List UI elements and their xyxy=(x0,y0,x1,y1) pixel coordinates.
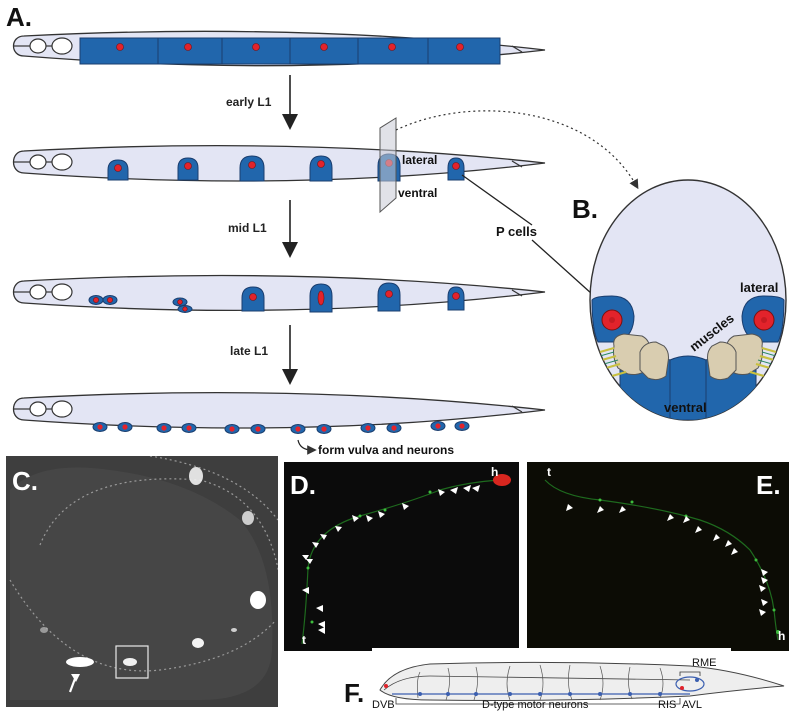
b-ventral-label: ventral xyxy=(664,400,707,415)
worm-stage-4 xyxy=(12,391,546,434)
f-dtype-label: D-type motor neurons xyxy=(482,699,589,711)
f-ris-label: RIS xyxy=(658,699,676,711)
panel-b-label: B. xyxy=(572,194,598,224)
anus-mark xyxy=(511,160,523,168)
worm-body xyxy=(12,144,546,182)
pharynx-icon xyxy=(14,37,73,55)
form-arrow xyxy=(297,439,317,455)
pharynx-icon xyxy=(14,283,73,301)
worm-stage-1 xyxy=(12,30,546,67)
anus-mark xyxy=(511,45,523,53)
arrowhead-markers xyxy=(566,504,768,616)
stage-label-late: late L1 xyxy=(230,344,268,358)
nerve-ring xyxy=(675,676,705,692)
panel-c-micrograph: C. xyxy=(6,456,278,707)
pharynx-icon xyxy=(14,153,73,171)
p-cells-leader-1 xyxy=(461,174,533,226)
micrograph-background xyxy=(284,462,519,651)
d-tail-label: t xyxy=(302,633,306,647)
panel-f-diagram: RME DVB D-type motor neurons RIS AVL F. xyxy=(344,648,785,711)
p-cell-daughters xyxy=(92,421,470,434)
anus-mark xyxy=(511,405,523,413)
ventral-label: ventral xyxy=(398,186,437,200)
p-cells-label: P cells xyxy=(496,224,537,239)
arrowhead-markers xyxy=(302,485,480,634)
anus-mark xyxy=(511,289,523,297)
stage-label-early: early L1 xyxy=(226,95,272,109)
form-label: form vulva and neurons xyxy=(318,443,454,457)
head-red-signal xyxy=(493,474,511,486)
lateral-label: lateral xyxy=(402,153,437,167)
inset-box xyxy=(115,645,149,679)
e-head-label: h xyxy=(778,629,785,643)
e-tail-label: t xyxy=(547,465,551,479)
f-rme-label: RME xyxy=(692,657,716,669)
cross-section xyxy=(589,179,787,421)
worm-stage-2 xyxy=(12,144,546,182)
f-dvb-label: DVB xyxy=(372,699,395,711)
panel-a-label: A. xyxy=(6,2,32,32)
panel-c-label: C. xyxy=(12,466,38,496)
panel-e-label: E. xyxy=(756,470,781,500)
stage-label-mid: mid L1 xyxy=(228,221,267,235)
micrograph-background xyxy=(527,462,789,651)
worm-stage-3 xyxy=(12,274,546,313)
b-lateral-label: lateral xyxy=(740,280,778,295)
panel-e-micrograph: E. t h xyxy=(527,462,789,651)
worm-body xyxy=(12,274,546,312)
panel-f-label: F. xyxy=(344,678,364,708)
pharynx-icon xyxy=(14,400,73,418)
panel-d-label: D. xyxy=(290,470,316,500)
section-plane xyxy=(379,117,397,214)
f-avl-label: AVL xyxy=(682,699,702,711)
commissures xyxy=(416,664,664,701)
panel-d-micrograph: D. h t xyxy=(284,462,519,651)
nuclei xyxy=(116,43,464,51)
d-head-label: h xyxy=(491,465,498,479)
